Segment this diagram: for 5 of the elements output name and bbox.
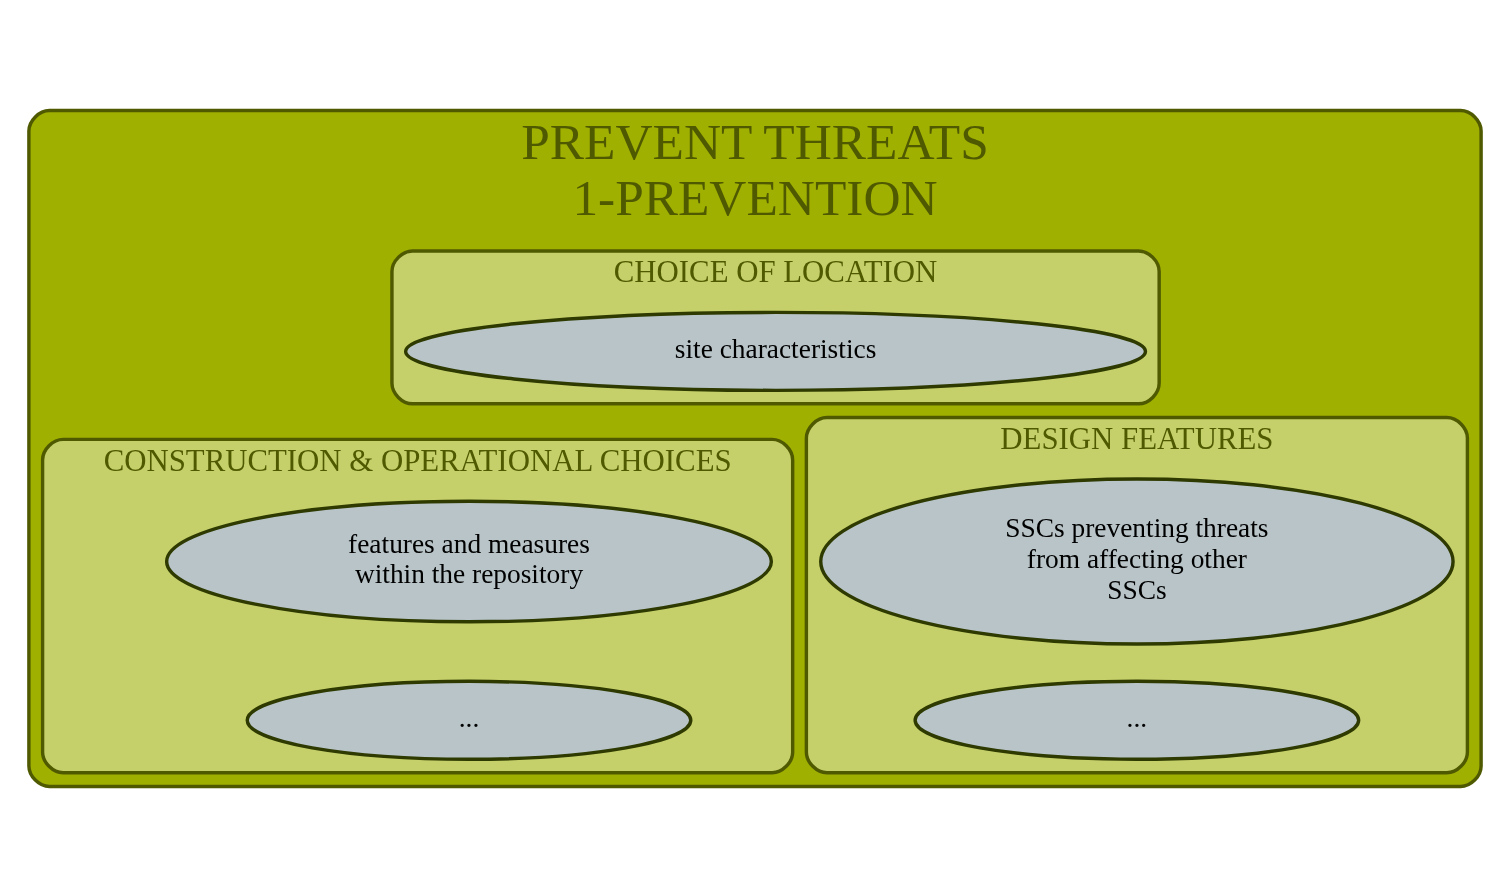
node-ellipse: ... bbox=[245, 679, 693, 761]
node-ellipse: ... bbox=[913, 679, 1361, 761]
node-ellipse: features and measures within the repository bbox=[164, 499, 774, 624]
node-ellipse: site characteristics bbox=[403, 310, 1148, 392]
node-ellipse: SSCs preventing threats from affecting other SSCs bbox=[819, 476, 1455, 646]
